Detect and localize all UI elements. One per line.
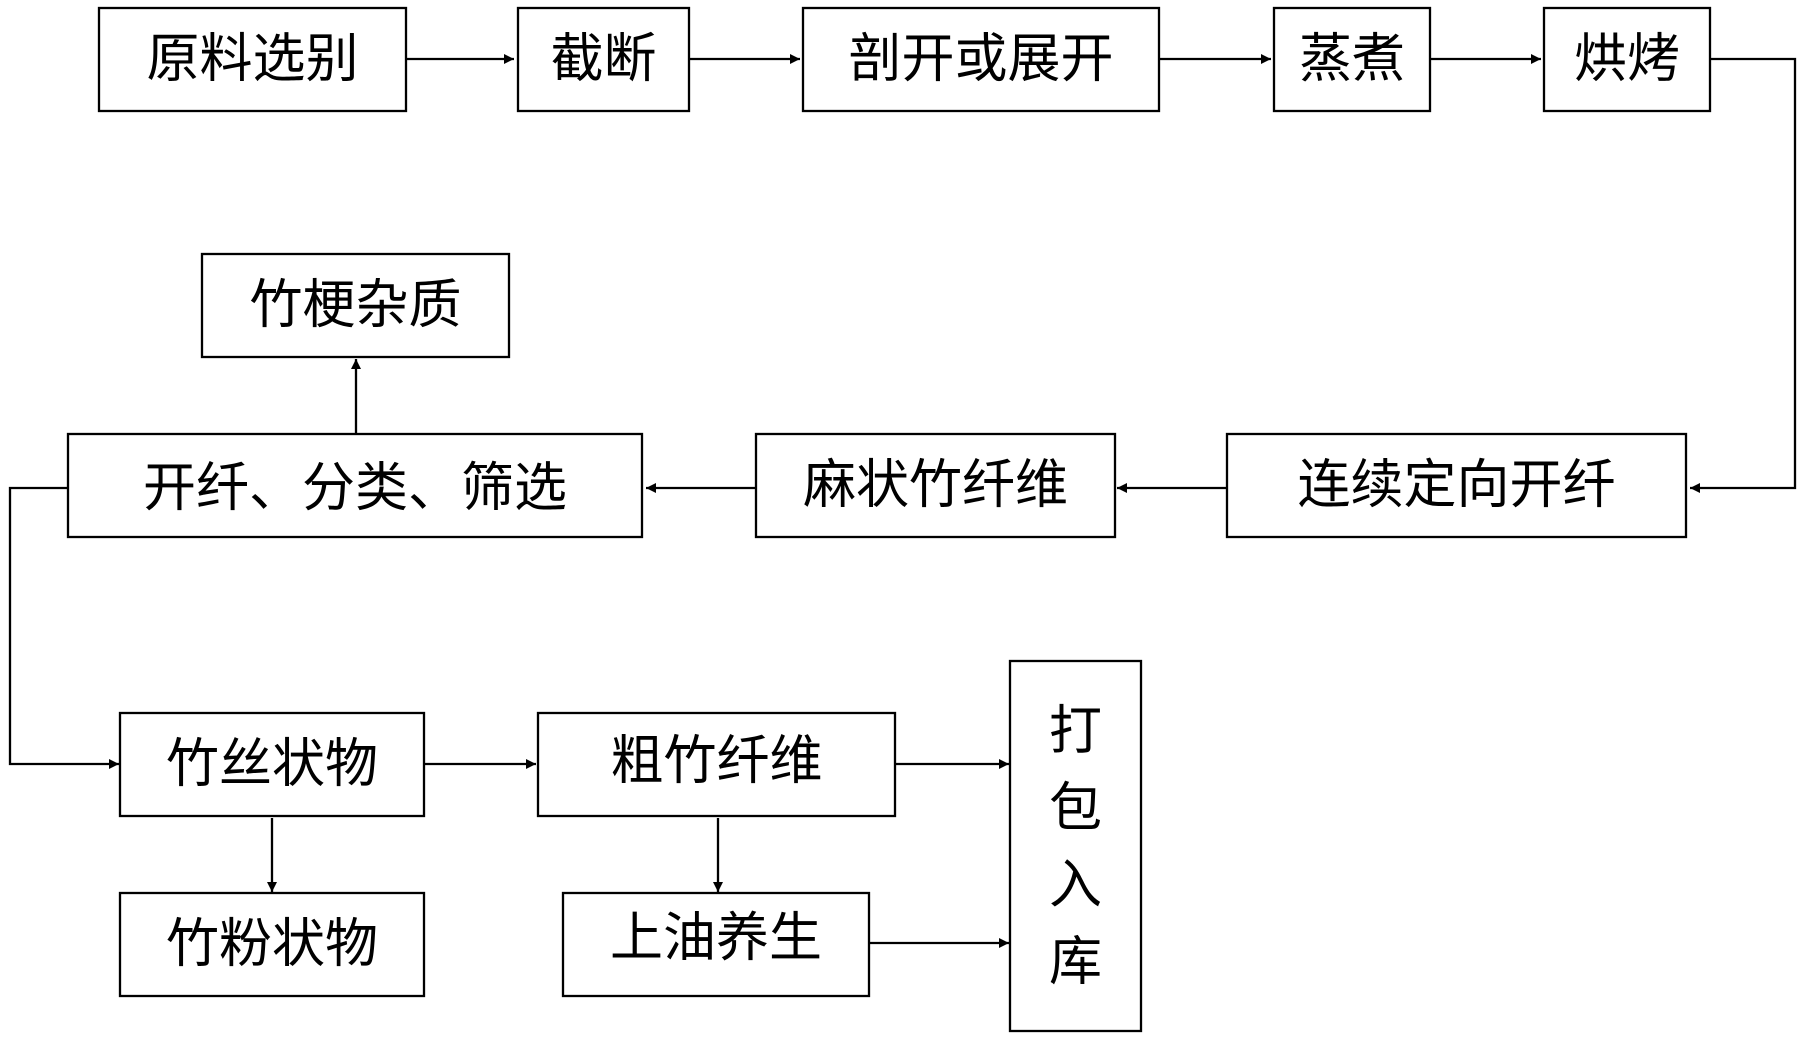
node-continuous-fiber-opening: 连续定向开纤 <box>1227 434 1686 537</box>
nodes: 原料选别 截断 剖开或展开 蒸煮 烘烤 连续定向开纤 麻状竹纤维 开纤、分类、 <box>68 8 1710 1031</box>
node-bamboo-powder: 竹粉状物 <box>120 893 424 996</box>
node-oiling-curing: 上油养生 <box>563 893 869 996</box>
node-label: 竹粉状物 <box>166 914 378 975</box>
node-label: 开纤、分类、筛选 <box>143 458 567 519</box>
node-stalk-impurities: 竹梗杂质 <box>202 254 509 357</box>
node-label: 麻状竹纤维 <box>803 455 1068 516</box>
node-bamboo-filaments: 竹丝状物 <box>120 713 424 816</box>
node-label: 剖开或展开 <box>849 29 1114 90</box>
node-label: 蒸煮 <box>1299 29 1405 90</box>
node-label: 竹梗杂质 <box>250 275 462 336</box>
node-hemp-like-fiber: 麻状竹纤维 <box>756 434 1115 537</box>
node-label: 竹丝状物 <box>166 734 378 795</box>
node-steaming: 蒸煮 <box>1274 8 1430 111</box>
node-label: 截断 <box>551 29 657 90</box>
node-cutting: 截断 <box>518 8 689 111</box>
node-raw-material-sorting: 原料选别 <box>99 8 406 111</box>
node-label: 上油养生 <box>610 908 822 969</box>
edge-n5-n6 <box>1690 59 1795 488</box>
node-label: 粗竹纤维 <box>611 731 823 792</box>
node-coarse-fiber: 粗竹纤维 <box>538 713 895 816</box>
node-label: 连续定向开纤 <box>1298 455 1616 516</box>
node-open-sort-screen: 开纤、分类、筛选 <box>68 434 642 537</box>
node-label: 原料选别 <box>147 29 359 90</box>
node-label: 烘烤 <box>1574 29 1680 90</box>
node-pack-and-store: 打包入库 <box>1010 661 1141 1031</box>
node-splitting: 剖开或展开 <box>803 8 1159 111</box>
node-baking: 烘烤 <box>1544 8 1710 111</box>
